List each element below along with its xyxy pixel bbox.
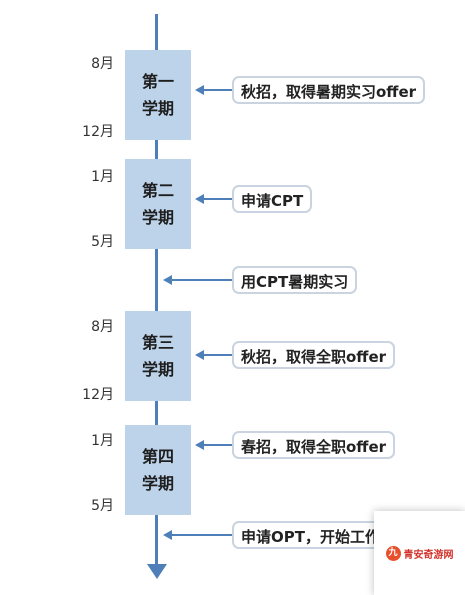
watermark-text: 青安奇游网: [403, 549, 454, 561]
watermark-overlay: 九 青安奇游网: [374, 511, 465, 595]
semester-1-end-month: 12月: [82, 124, 114, 140]
timeline-axis: [155, 14, 158, 566]
semester-2-line1: 第二: [141, 181, 174, 200]
event-2-connector: [195, 194, 233, 204]
event-5: 春招，取得全职offer: [232, 431, 396, 459]
event-5-connector: [195, 440, 233, 450]
arrow-left-icon: [195, 350, 204, 360]
event-2: 申请CPT: [232, 185, 313, 213]
semester-4-start-month: 1月: [91, 433, 114, 449]
semester-4-box: 第四学期: [125, 425, 191, 515]
arrow-left-icon: [195, 85, 204, 95]
arrow-left-icon: [195, 194, 204, 204]
semester-1-box: 第一学期: [125, 50, 191, 140]
semester-2-end-month: 5月: [91, 234, 114, 250]
semester-4-end-month: 5月: [91, 498, 114, 514]
arrow-left-icon: [195, 440, 204, 450]
semester-4-line1: 第四: [141, 447, 174, 466]
semester-4-line2: 学期: [141, 474, 174, 493]
semester-1-line2: 学期: [141, 99, 174, 118]
timeline-arrowhead: [147, 564, 167, 579]
event-1: 秋招，取得暑期实习offer: [232, 76, 426, 104]
semester-3-start-month: 8月: [91, 319, 114, 335]
semester-2-box: 第二学期: [125, 159, 191, 249]
semester-2-start-month: 1月: [91, 169, 114, 185]
semester-2-line2: 学期: [141, 208, 174, 227]
semester-3-line1: 第三: [141, 333, 174, 352]
arrow-left-icon: [163, 275, 172, 285]
event-3: 用CPT暑期实习: [232, 266, 358, 294]
semester-3-line2: 学期: [141, 360, 174, 379]
event-4-connector: [195, 350, 233, 360]
event-4: 秋招，取得全职offer: [232, 341, 396, 369]
arrow-left-icon: [163, 530, 172, 540]
event-1-connector: [195, 85, 233, 95]
event-3-connector: [163, 275, 233, 285]
event-6-connector: [163, 530, 233, 540]
semester-3-box: 第三学期: [125, 311, 191, 401]
semester-1-line1: 第一: [141, 72, 174, 91]
watermark-logo-icon: 九: [385, 545, 401, 561]
semester-3-end-month: 12月: [82, 387, 114, 403]
semester-1-start-month: 8月: [91, 56, 114, 72]
event-6: 申请OPT，开始工作: [232, 521, 382, 549]
